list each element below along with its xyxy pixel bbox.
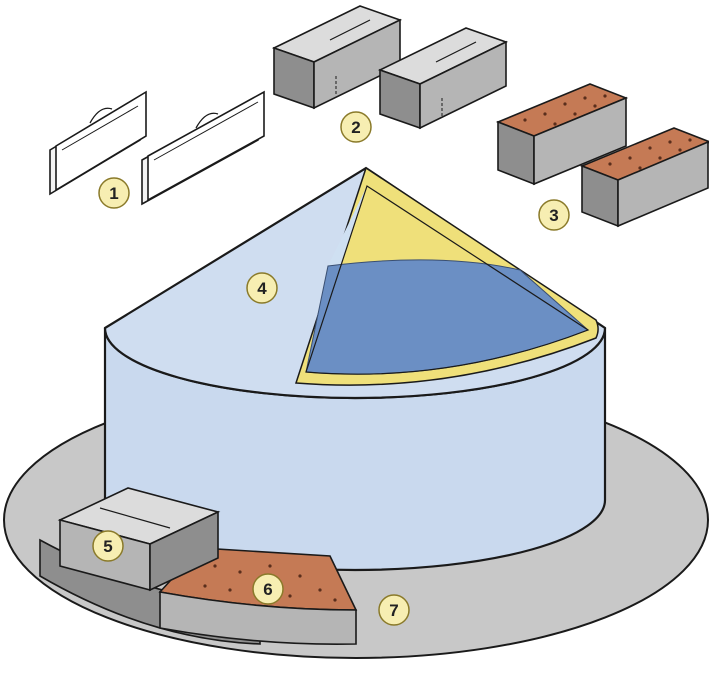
badge-label: 2 [351,118,360,137]
white-panel [141,90,265,206]
badge-6: 6 [252,573,284,605]
component-1-panels [49,90,265,206]
badge-1: 1 [98,177,130,209]
grey-module [377,27,509,130]
badge-label: 5 [103,537,112,556]
badge-label: 3 [549,206,558,225]
badge-2: 2 [340,111,372,143]
badge-5: 5 [92,530,124,562]
badge-label: 4 [257,279,267,298]
badge-4: 4 [246,272,278,304]
liner-inner-outline [305,185,590,375]
tank [103,166,607,572]
badge-label: 7 [389,601,398,620]
filled-module [579,127,709,228]
badge-7: 7 [378,594,410,626]
component-2-modules [271,5,509,130]
foundation-fill-front [159,591,357,645]
badge-label: 1 [109,184,118,203]
grey-module [271,5,403,110]
badge-label: 6 [263,580,272,599]
white-panel [49,90,147,196]
component-3-filled-modules [495,83,709,228]
badge-3: 3 [538,199,570,231]
filled-module [495,83,629,186]
